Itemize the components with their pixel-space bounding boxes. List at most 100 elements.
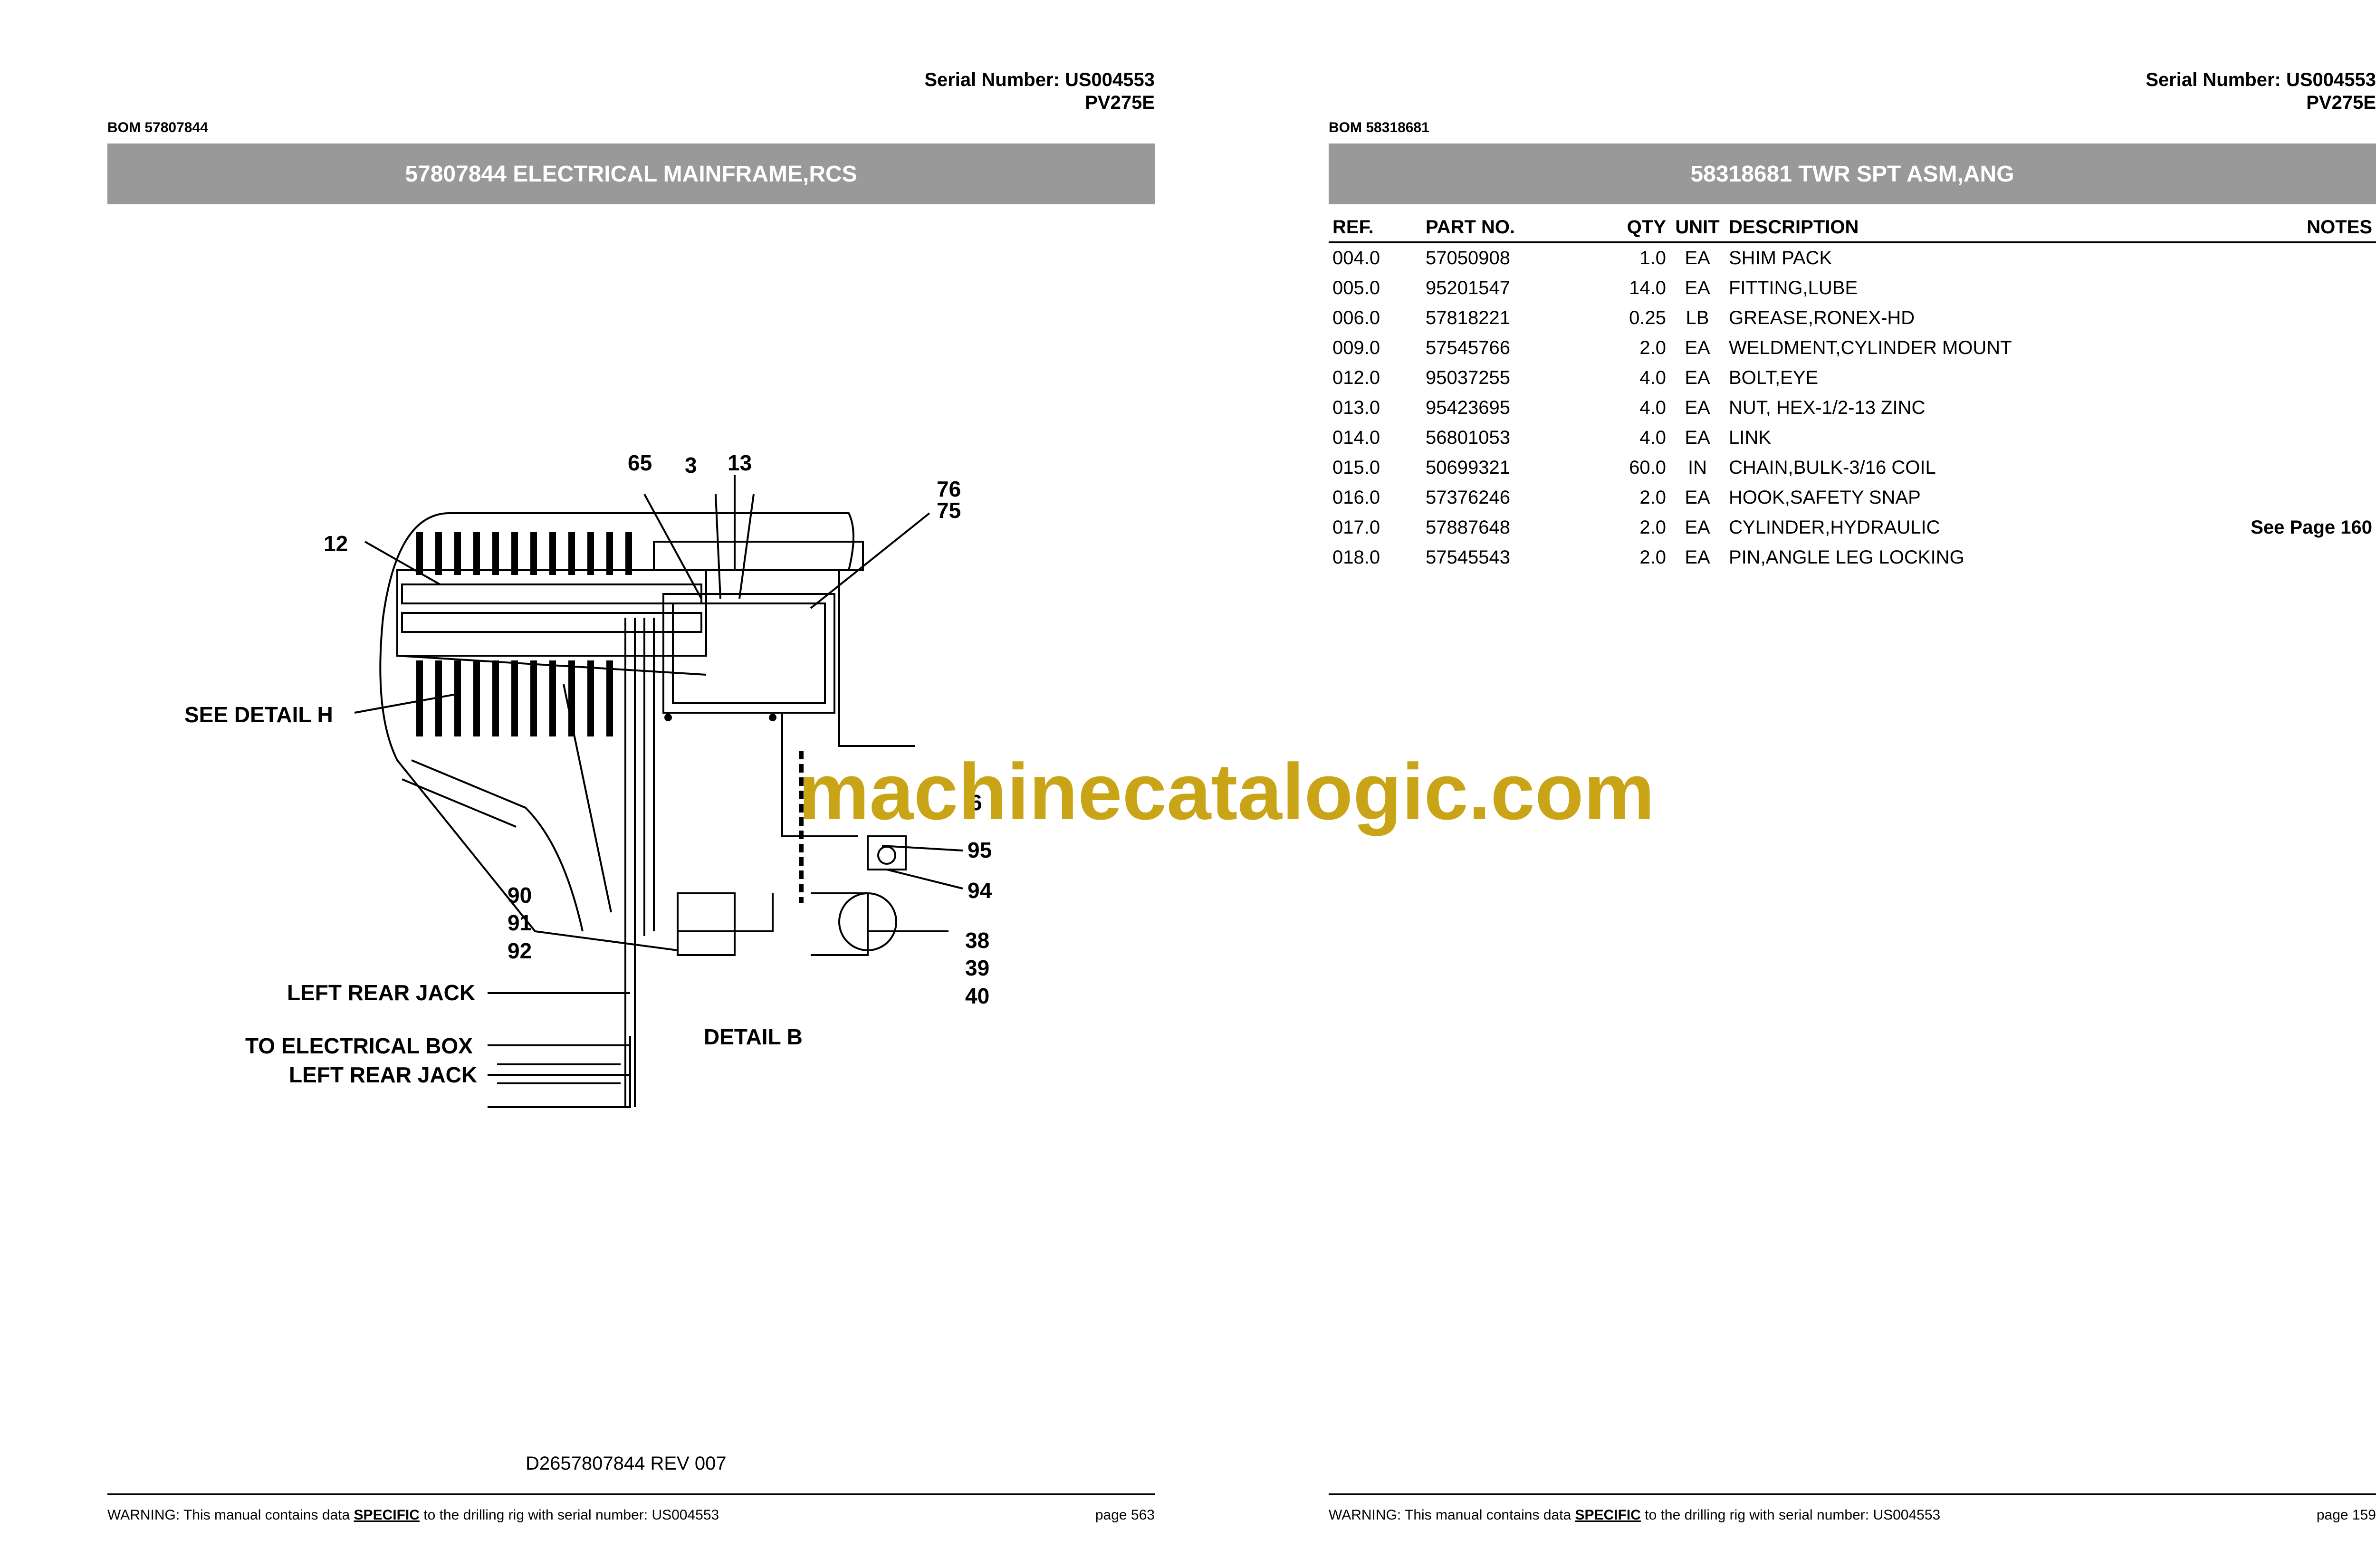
callout-38: 38 xyxy=(965,928,989,953)
callout-6: 6 xyxy=(970,790,982,815)
cell-qty: 0.25 xyxy=(1629,307,1666,328)
cell-ref: 014.0 xyxy=(1332,427,1380,448)
cell-unit: EA xyxy=(1685,487,1710,508)
cell-qty: 2.0 xyxy=(1639,547,1666,568)
parts-table: REF. PART NO. QTY UNIT DESCRIPTION NOTES… xyxy=(1329,213,2376,573)
cell-description: PIN,ANGLE LEG LOCKING xyxy=(1729,547,1964,568)
callout-92: 92 xyxy=(508,938,532,963)
callout-95: 95 xyxy=(968,838,992,862)
footer: WARNING: This manual contains data SPECI… xyxy=(1329,1493,2376,1523)
cell-qty: 2.0 xyxy=(1639,517,1666,538)
left-rear-jack-label-2: LEFT REAR JACK xyxy=(289,1062,477,1087)
cell-notes: See Page 160 xyxy=(2251,517,2372,538)
serial-block: Serial Number: US004553 PV275E xyxy=(924,68,1155,114)
header-description: DESCRIPTION xyxy=(1725,213,2227,243)
cell-notes xyxy=(2227,242,2376,273)
cell-description: BOLT,EYE xyxy=(1729,367,1819,388)
footer-warning-serial: to the drilling rig with serial number: … xyxy=(1640,1507,1941,1523)
bom-label: BOM 58318681 xyxy=(1329,120,1429,135)
callout-3: 3 xyxy=(685,453,697,478)
cell-description: CHAIN,BULK-3/16 COIL xyxy=(1729,457,1936,478)
callout-39: 39 xyxy=(965,956,989,980)
footer-warning-emphasis: SPECIFIC xyxy=(1575,1507,1641,1523)
cell-part-no: 57545543 xyxy=(1426,547,1510,568)
cell-notes xyxy=(2227,543,2376,573)
detail-b-label: DETAIL B xyxy=(704,1024,803,1049)
serial-number: Serial Number: US004553 xyxy=(2146,69,2376,90)
cell-part-no: 57818221 xyxy=(1426,307,1510,328)
cell-part-no: 95201547 xyxy=(1426,277,1510,298)
cell-part-no: 56801053 xyxy=(1426,427,1510,448)
drawing-number: D2657807844 REV 007 xyxy=(526,1453,727,1474)
table-row: 017.0 57887648 2.0 EA CYLINDER,HYDRAULIC See … xyxy=(1329,513,2376,543)
bom-label: BOM 57807844 xyxy=(107,120,208,135)
cell-qty: 2.0 xyxy=(1639,337,1666,358)
cell-notes xyxy=(2227,393,2376,423)
cell-ref: 016.0 xyxy=(1332,487,1380,508)
serial-block: Serial Number: US004553 PV275E xyxy=(2146,68,2376,114)
see-detail-h-label: SEE DETAIL H xyxy=(184,702,333,727)
cell-unit: IN xyxy=(1688,457,1707,478)
cell-qty: 4.0 xyxy=(1639,427,1666,448)
callout-75: 75 xyxy=(937,498,961,523)
table-row: 018.0 57545543 2.0 EA PIN,ANGLE LEG LOCKING xyxy=(1329,543,2376,573)
cell-unit: EA xyxy=(1685,427,1710,448)
cell-ref: 013.0 xyxy=(1332,397,1380,418)
cell-unit: EA xyxy=(1685,248,1710,268)
cell-qty: 4.0 xyxy=(1639,367,1666,388)
cell-qty: 4.0 xyxy=(1639,397,1666,418)
model-number: PV275E xyxy=(2306,92,2376,113)
callout-91: 91 xyxy=(508,910,532,935)
cell-description: SHIM PACK xyxy=(1729,248,1832,268)
page-number: page 563 xyxy=(1095,1507,1155,1523)
header-notes: NOTES xyxy=(2227,213,2376,243)
model-number: PV275E xyxy=(1085,92,1155,113)
cell-part-no: 57545766 xyxy=(1426,337,1510,358)
cell-description: WELDMENT,CYLINDER MOUNT xyxy=(1729,337,2012,358)
cell-unit: EA xyxy=(1685,517,1710,538)
cell-notes xyxy=(2227,483,2376,513)
section-title-bar: 57807844 ELECTRICAL MAINFRAME,RCS xyxy=(107,143,1155,204)
table-header-row: REF. PART NO. QTY UNIT DESCRIPTION NOTES xyxy=(1329,213,2376,243)
section-title: 58318681 TWR SPT ASM,ANG xyxy=(1690,161,2014,187)
cell-qty: 14.0 xyxy=(1629,277,1666,298)
electrical-mainframe-drawing: 65 3 13 76 75 12 SEE DETAIL H 6 95 94 90… xyxy=(184,450,992,1108)
cell-ref: 018.0 xyxy=(1332,547,1380,568)
table-row: 014.0 56801053 4.0 EA LINK xyxy=(1329,423,2376,453)
header-unit: UNIT xyxy=(1670,213,1725,243)
cell-notes xyxy=(2227,333,2376,363)
cell-notes xyxy=(2227,303,2376,333)
right-page: Serial Number: US004553 PV275E BOM 58318… xyxy=(1329,0,2376,1568)
cell-qty: 1.0 xyxy=(1639,248,1666,268)
callout-90: 90 xyxy=(508,883,532,908)
cell-qty: 2.0 xyxy=(1639,487,1666,508)
serial-number: Serial Number: US004553 xyxy=(924,69,1155,90)
cell-description: CYLINDER,HYDRAULIC xyxy=(1729,517,1940,538)
cell-unit: EA xyxy=(1685,397,1710,418)
cell-unit: EA xyxy=(1685,547,1710,568)
cell-unit: LB xyxy=(1686,307,1709,328)
callout-13: 13 xyxy=(728,450,752,475)
cell-unit: EA xyxy=(1685,337,1710,358)
cell-part-no: 57050908 xyxy=(1426,248,1510,268)
page-number: page 159 xyxy=(2316,1507,2376,1523)
cell-ref: 004.0 xyxy=(1332,248,1380,268)
watermark: machinecatalogic.com xyxy=(798,747,1655,836)
cell-ref: 017.0 xyxy=(1332,517,1380,538)
cell-ref: 006.0 xyxy=(1332,307,1380,328)
cell-description: LINK xyxy=(1729,427,1771,448)
cell-part-no: 95037255 xyxy=(1426,367,1510,388)
left-rear-jack-label-1: LEFT REAR JACK xyxy=(287,980,475,1005)
to-electrical-box-label: TO ELECTRICAL BOX xyxy=(245,1033,473,1058)
cell-description: NUT, HEX-1/2-13 ZINC xyxy=(1729,397,1926,418)
section-title-bar: 58318681 TWR SPT ASM,ANG xyxy=(1329,143,2376,204)
footer-warning-text: WARNING: This manual contains data xyxy=(1329,1507,1575,1523)
cell-part-no: 57887648 xyxy=(1426,517,1510,538)
